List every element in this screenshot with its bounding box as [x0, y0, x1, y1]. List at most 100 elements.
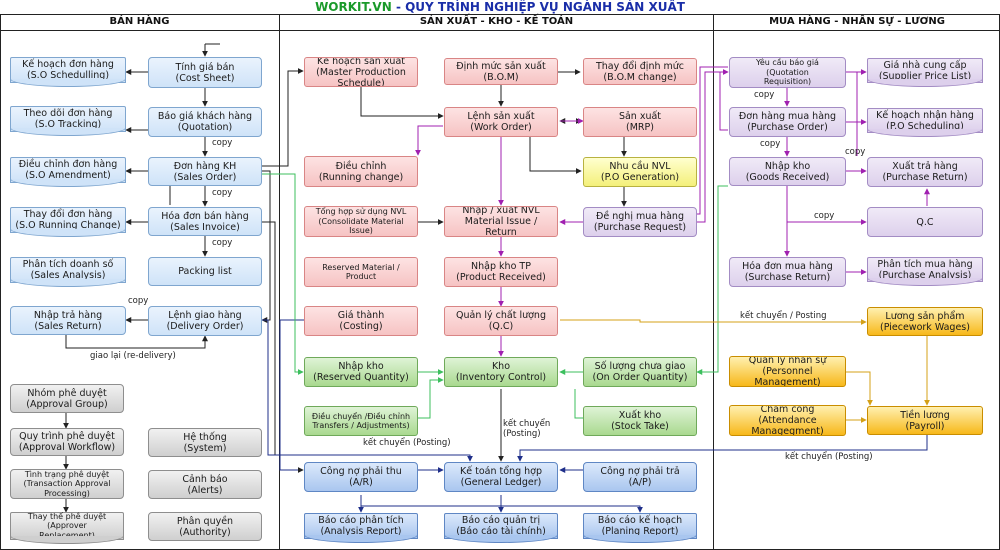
node-sublabel: (Approval Workflow) — [18, 442, 116, 453]
node-purchase-return[interactable]: Xuất trả hàng(Purchase Return) — [867, 157, 983, 187]
node-label: Đề nghị mua hàng — [596, 211, 684, 222]
node-sublabel: Replacement) — [39, 530, 95, 540]
node-so-amendment[interactable]: Điều chỉnh đơn hàng(S.O Amendment) — [10, 157, 126, 187]
node-sublabel: (Personnel — [762, 366, 813, 377]
node-so-tracking[interactable]: Theo dõi đơn hàng(S.O Tracking) — [10, 106, 126, 136]
node-running-change[interactable]: Điều chỉnh(Running change) — [304, 156, 418, 187]
node-sublabel: (On Order Quantity) — [592, 372, 688, 383]
node-label: Quản lý chất lượng — [456, 310, 546, 321]
node-cost-sheet[interactable]: Tính giá bán(Cost Sheet) — [148, 57, 262, 88]
node-label: Báo cáo kế hoạch — [597, 515, 683, 526]
title-separator: - — [391, 0, 406, 14]
node-ar[interactable]: Công nợ phải thu(A/R) — [304, 462, 418, 492]
node-sales-analysis[interactable]: Phân tích doanh số(Sales Analysis) — [10, 257, 126, 287]
label-copy: copy — [212, 188, 233, 198]
node-label: Công nợ phải trả — [600, 466, 680, 477]
node-label: Thay thế phê duyệt — [27, 511, 107, 521]
node-stock-take[interactable]: Xuất kho(Stock Take) — [583, 406, 697, 436]
node-approval-group[interactable]: Nhóm phê duyệt(Approval Group) — [10, 384, 124, 413]
node-sublabel: Return — [485, 227, 517, 237]
node-label: Xuất kho — [618, 410, 662, 421]
node-on-order-quantity[interactable]: Số lượng chưa giao(On Order Quantity) — [583, 357, 697, 387]
node-delivery-order[interactable]: Lệnh giao hàng(Delivery Order) — [148, 306, 262, 336]
node-sublabel: (Báo cáo tài chính) — [456, 526, 546, 537]
node-sublabel: (S.O Amendment) — [25, 170, 111, 181]
node-po-scheduling[interactable]: Kế hoạch nhận hàng(P.O Scheduling) — [867, 108, 983, 137]
node-supplier-price-list[interactable]: Giá nhà cung cấp(Supplier Price List) — [867, 58, 983, 87]
node-sales-order[interactable]: Đơn hàng KH(Sales Order) — [148, 157, 262, 186]
node-bom-change[interactable]: Thay đổi định mức(B.O.M change) — [583, 58, 697, 85]
node-authority[interactable]: Phân quyền(Authority) — [148, 512, 262, 541]
node-po-generation[interactable]: Nhu cầu NVL(P.O Generation) — [583, 157, 697, 187]
node-sublabel: Schedule) — [337, 77, 385, 87]
node-sublabel: (Reserved Quantity) — [313, 372, 409, 383]
node-label: Số lượng chưa giao — [594, 361, 686, 372]
node-sublabel: (Cost Sheet) — [175, 72, 235, 84]
node-alerts[interactable]: Cảnh báo(Alerts) — [148, 470, 262, 499]
node-purchase-invoice[interactable]: Hóa đơn mua hàng(Surchase Return) — [729, 257, 846, 287]
node-mrp[interactable]: Sản xuất(MRP) — [583, 107, 697, 137]
node-reserved-product[interactable]: Reserved Material /Product — [304, 257, 418, 287]
node-sublabel: (S.O Running Change) — [15, 220, 121, 231]
node-approval-workflow[interactable]: Quy trình phê duyệt(Approval Workflow) — [10, 428, 124, 456]
node-bom[interactable]: Định mức sản xuất(B.O.M) — [444, 58, 558, 85]
label-copy: copy — [760, 139, 781, 149]
node-label: Tính giá bán — [175, 61, 235, 73]
node-label: Giá thành — [337, 310, 385, 321]
node-qc-production[interactable]: Quản lý chất lượng(Q.C) — [444, 306, 558, 336]
node-purchase-order[interactable]: Đơn hàng mua hàng(Purchase Order) — [729, 107, 846, 137]
node-label: Kế toán tổng hợp — [460, 466, 542, 477]
node-sublabel: (Purchase Return) — [882, 172, 968, 183]
node-purchase-request[interactable]: Đề nghị mua hàng(Purchase Request) — [583, 207, 697, 237]
node-sublabel: (Stock Take) — [611, 421, 669, 432]
node-so-running-change[interactable]: Thay đổi đơn hàng(S.O Running Change) — [10, 207, 126, 237]
node-goods-received[interactable]: Nhập kho(Goods Received) — [729, 157, 846, 186]
node-planning-report[interactable]: Báo cáo kế hoạch(Planing Report) — [583, 513, 697, 543]
node-inventory-control[interactable]: Kho(Inventory Control) — [444, 357, 558, 387]
node-sublabel: (Product Received) — [456, 272, 546, 283]
node-qc-purchase[interactable]: Q.C — [867, 207, 983, 237]
node-ap[interactable]: Công nợ phải trả(A/P) — [583, 462, 697, 492]
node-piecework-wages[interactable]: Lương sản phẩm(Piecework Wages) — [867, 307, 983, 336]
label-copy: copy — [845, 147, 866, 157]
node-sublabel: (Sales Analysis) — [30, 270, 106, 281]
node-sublabel: (Consolidate Material — [318, 216, 404, 226]
node-label: Phân tích mua hàng — [877, 258, 973, 270]
node-general-ledger[interactable]: Kế toán tổng hợp(General Ledger) — [444, 462, 558, 492]
node-reserved-quantity[interactable]: Nhập kho(Reserved Quantity) — [304, 357, 418, 387]
node-label: Nhu cầu NVL — [609, 161, 671, 172]
node-purchase-analysis[interactable]: Phân tích mua hàng(Purchase Analysis) — [867, 257, 983, 286]
node-sublabel: Management) — [754, 377, 821, 387]
node-consolidate-issue[interactable]: Tổng hợp sử dụng NVL(Consolidate Materia… — [304, 206, 418, 237]
node-system[interactable]: Hệ thống(System) — [148, 428, 262, 457]
node-product-received[interactable]: Nhập kho TP(Product Received) — [444, 257, 558, 287]
node-sublabel: Issue) — [349, 226, 373, 236]
node-label: Nhập kho — [764, 160, 811, 172]
node-label: Đơn hàng mua hàng — [738, 111, 837, 122]
node-so-scheduling[interactable]: Kế hoạch đơn hàng(S.O Schedulling) — [10, 57, 126, 87]
node-work-order[interactable]: Lệnh sản xuất(Work Order) — [444, 107, 558, 137]
node-quotation[interactable]: Báo giá khách hàng(Quotation) — [148, 107, 262, 137]
node-sublabel: (B.O.M change) — [603, 71, 677, 83]
node-approval-processing[interactable]: Tình trạng phê duyệt(Transaction Approva… — [10, 469, 124, 499]
node-sublabel: (Work Order) — [470, 122, 532, 133]
node-management-report[interactable]: Báo cáo quản trị(Báo cáo tài chính) — [444, 513, 558, 543]
node-payroll[interactable]: Tiền lương(Payroll) — [867, 406, 983, 435]
node-sublabel: (Piecework Wages) — [880, 321, 970, 333]
node-sales-invoice[interactable]: Hóa đơn bán hàng(Sales Invoice) — [148, 207, 262, 236]
label-posting: kết chuyển (Posting) — [785, 452, 873, 462]
node-costing[interactable]: Giá thành(Costing) — [304, 306, 418, 336]
node-label: Kế hoạch sản xuất — [316, 57, 405, 67]
node-packing-list[interactable]: Packing list — [148, 257, 262, 286]
node-label: Nhập kho — [338, 361, 384, 372]
node-analysis-report[interactable]: Báo cáo phân tích(Analysis Report) — [304, 513, 418, 543]
node-sales-return[interactable]: Nhập trả hàng(Sales Return) — [10, 306, 126, 335]
